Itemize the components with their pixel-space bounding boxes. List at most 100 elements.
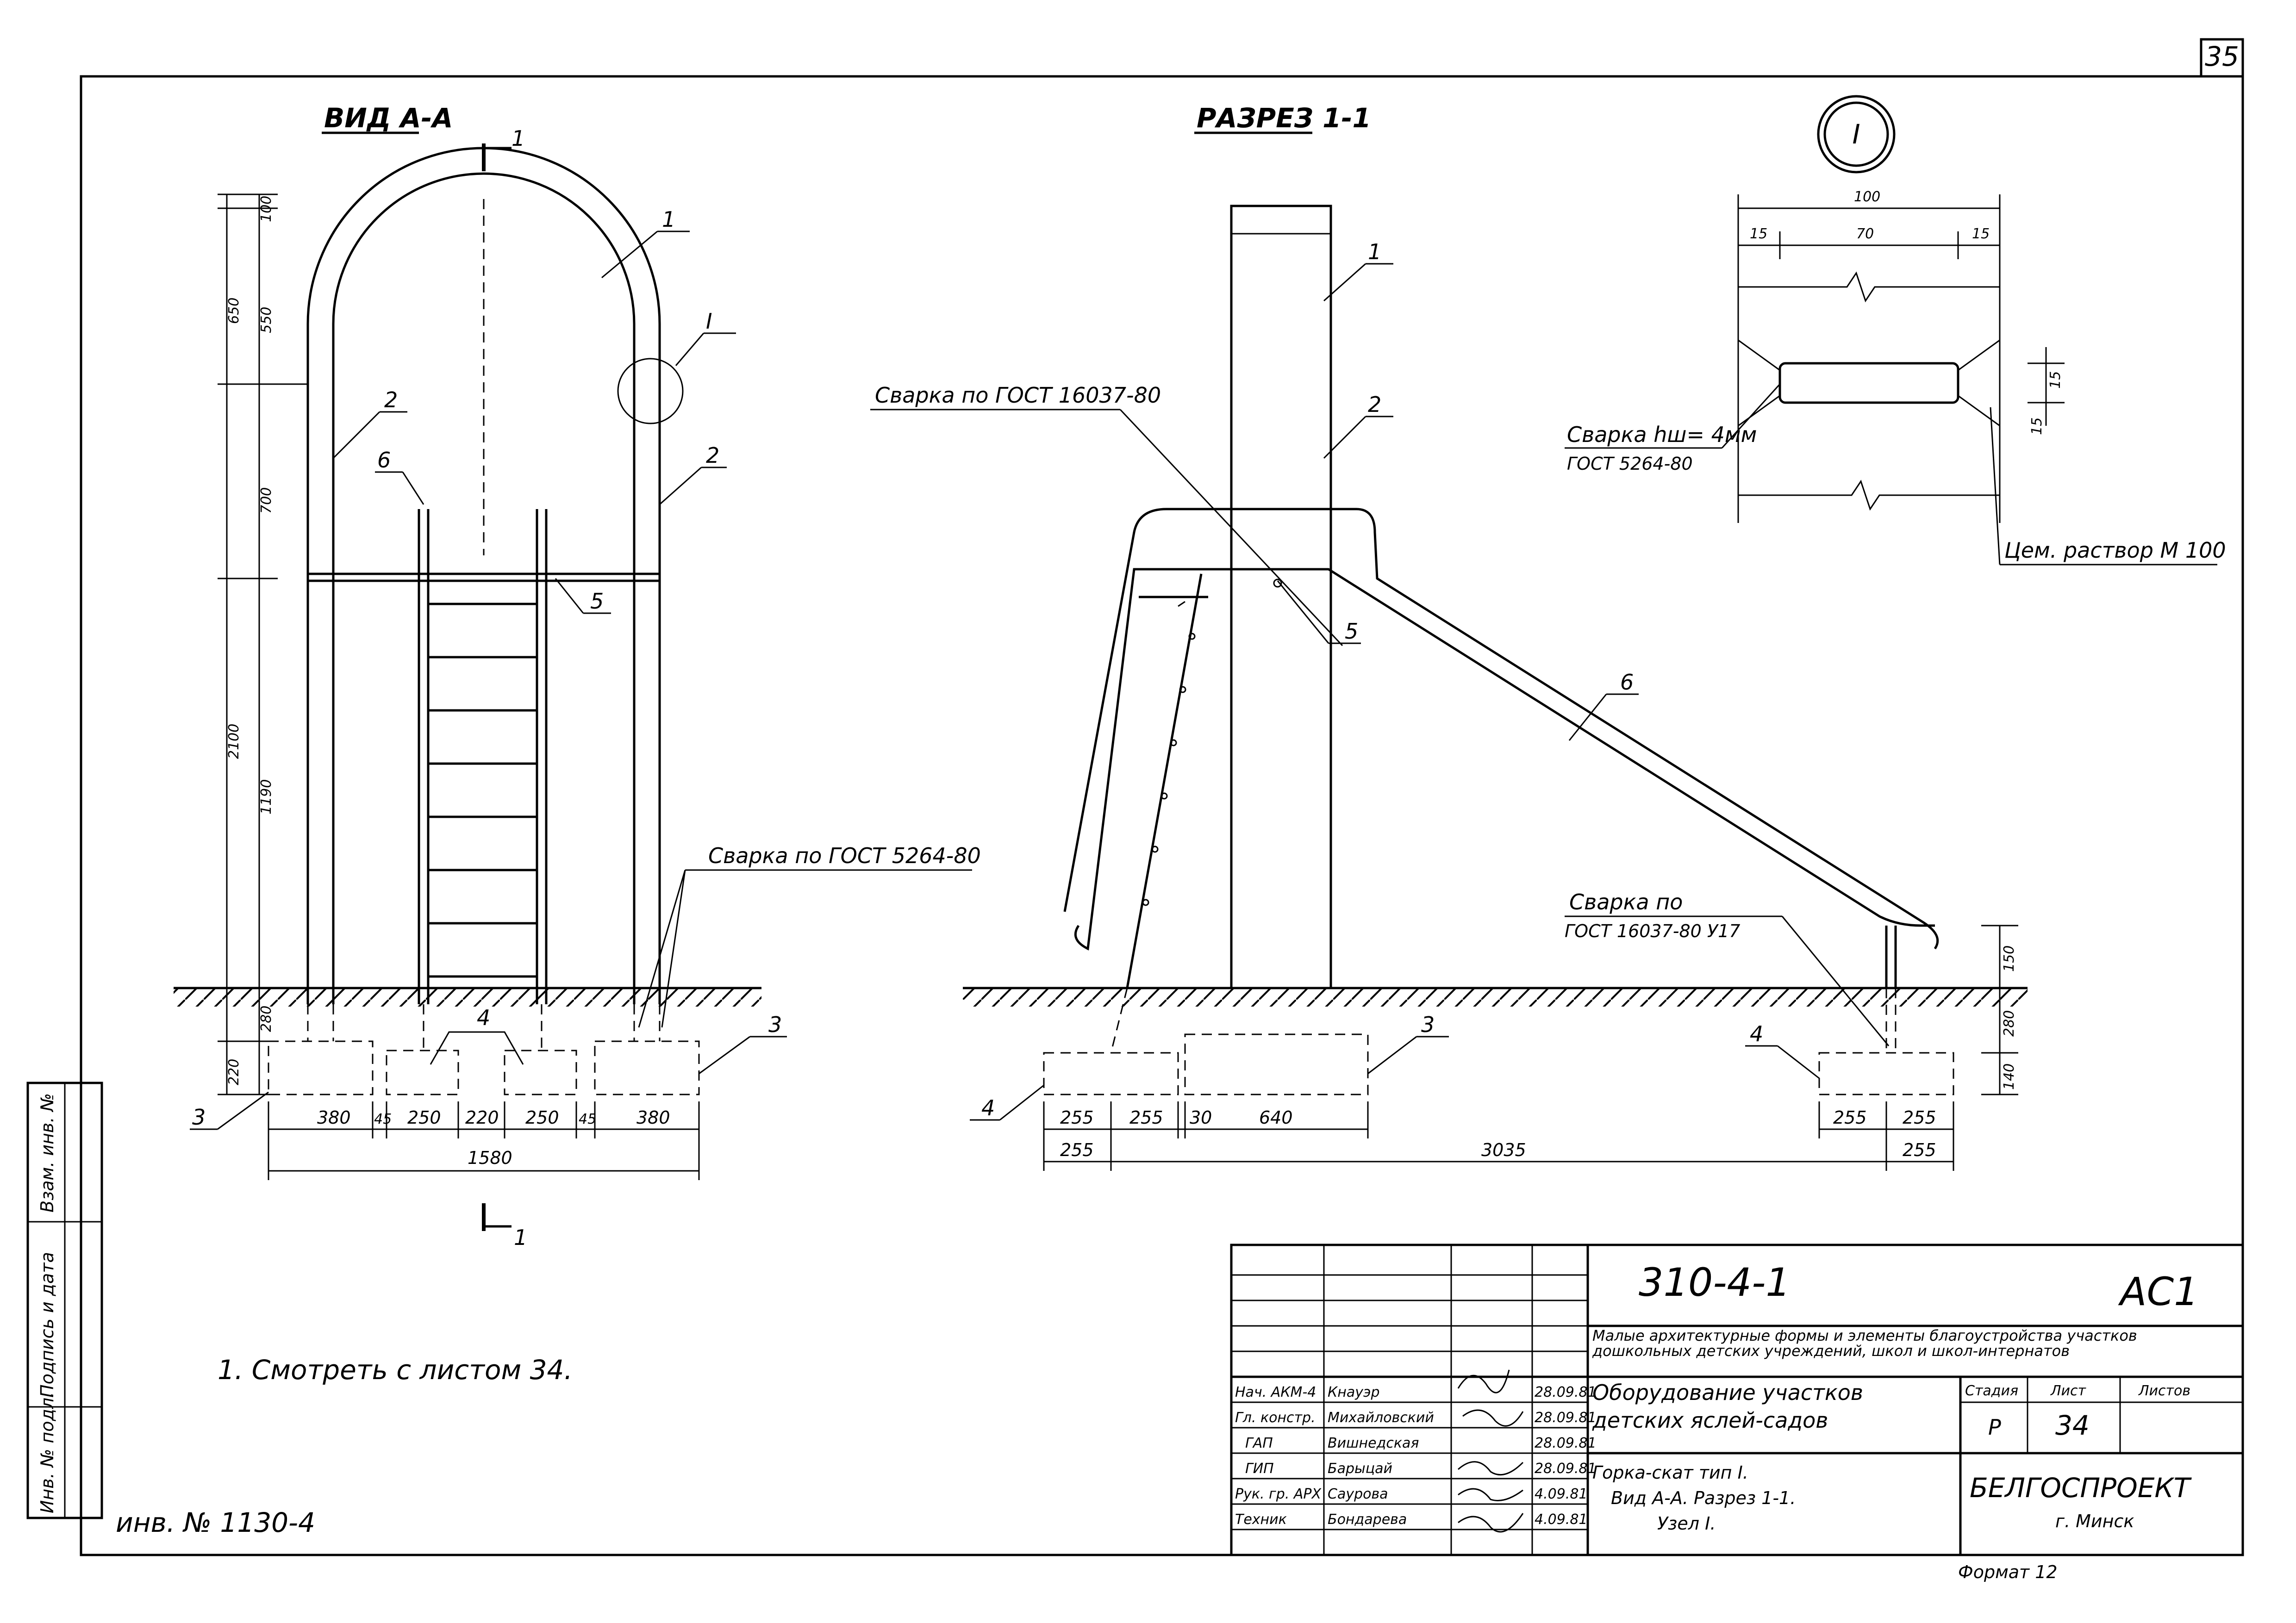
- section-mark-top: 1: [512, 126, 525, 151]
- slide-chute: [1074, 568, 1935, 951]
- section-foundation-4-left: [1043, 1052, 1179, 1095]
- dim-v-650: 650: [226, 298, 242, 324]
- section-foundation-4-right: [1818, 1052, 1954, 1095]
- dim-h-45-right: 45: [579, 1111, 596, 1127]
- section-1-1: РАЗРЕЗ 1-1: [870, 102, 2028, 1171]
- weld-note-section-bottom-1: Сварка по: [1569, 889, 1683, 914]
- pos-2-right: 2: [706, 443, 719, 468]
- node-weld-right: [1957, 339, 2001, 427]
- sec-dim-255-1: 255: [1060, 1107, 1094, 1128]
- dim-h-250-right: 250: [525, 1107, 559, 1128]
- sec-dim-255-total-left: 255: [1060, 1140, 1094, 1160]
- sec-pos-2: 2: [1368, 392, 1381, 417]
- pos-1-view-a: 1: [662, 207, 675, 232]
- sec-dim-255-right-2: 255: [1903, 1107, 1936, 1128]
- weld-note-view-a: Сварка по ГОСТ 5264-80: [708, 843, 981, 868]
- name-2: Михайловский: [1328, 1410, 1434, 1426]
- role-3: ГАП: [1245, 1435, 1273, 1451]
- sec-dim-30: 30: [1190, 1107, 1212, 1128]
- view-a-a: ВИД А-А 1 1 I: [174, 102, 981, 1250]
- node-label-circle-inner: [1823, 101, 1889, 167]
- pos-2-left: 2: [384, 387, 398, 412]
- date-4: 28.09.81: [1535, 1461, 1597, 1477]
- drawing-mark: АС1: [2118, 1269, 2199, 1314]
- project-code: 310-4-1: [1639, 1260, 1791, 1305]
- node-weld-note-1: Сварка hш= 4мм: [1567, 422, 1757, 447]
- pos-4-view-a: 4: [477, 1005, 490, 1030]
- dim-h-250-left: 250: [407, 1107, 441, 1128]
- node-callout-label: I: [706, 309, 712, 334]
- sec-dim-v-140: 140: [2001, 1063, 2017, 1090]
- stage-label: Стадия: [1965, 1383, 2018, 1399]
- arch-frame-inner: [332, 172, 636, 1004]
- arch-frame-outer: [306, 147, 661, 1004]
- role-5: Рук. гр. АРХ: [1235, 1486, 1322, 1502]
- sec-dim-v-280: 280: [2001, 1010, 2017, 1037]
- foundation-3-left: [268, 1040, 374, 1095]
- sheet-number-box: [2200, 38, 2244, 78]
- sec-pos-1: 1: [1368, 239, 1381, 264]
- sec-dim-255-right-1: 255: [1833, 1107, 1867, 1128]
- sheet-value: 34: [2055, 1410, 2090, 1441]
- sec-pos-6: 6: [1620, 670, 1634, 695]
- role-6: Техник: [1235, 1511, 1287, 1528]
- signature-5: [1458, 1513, 1524, 1533]
- date-2: 28.09.81: [1535, 1410, 1597, 1426]
- dim-v-1190: 1190: [258, 779, 275, 815]
- pos-3-left: 3: [192, 1105, 206, 1130]
- dim-v-280: 280: [258, 1006, 275, 1032]
- sheet-title-1: Горка-скат тип I.: [1592, 1462, 1748, 1483]
- side-stamp-inv: Инв. № подл.: [37, 1392, 57, 1513]
- organization-city: г. Минск: [2055, 1511, 2134, 1531]
- role-1: Нач. АКМ-4: [1235, 1384, 1316, 1400]
- pos-5-view-a: 5: [590, 589, 604, 614]
- dim-v-700: 700: [258, 487, 275, 514]
- dim-h-220: 220: [465, 1107, 499, 1128]
- ladder: [418, 509, 548, 1004]
- view-a-title: ВИД А-А: [324, 102, 453, 134]
- dim-h-1580: 1580: [468, 1148, 512, 1168]
- node-dim-100: 100: [1854, 189, 1880, 205]
- title-block: Нач. АКМ-4 Гл. констр. ГАП ГИП Рук. гр. …: [1230, 1244, 2244, 1556]
- name-5: Саурова: [1328, 1486, 1388, 1502]
- section-title: РАЗРЕЗ 1-1: [1197, 102, 1371, 134]
- signature-1: [1457, 1369, 1510, 1393]
- node-dim-15-left: 15: [1750, 226, 1767, 242]
- dim-v-220: 220: [226, 1059, 242, 1085]
- ground-hatch-section: [963, 988, 2028, 1007]
- format-label: Формат 12: [1958, 1562, 2058, 1582]
- node-weld-left: [1737, 339, 1781, 427]
- date-1: 28.09.81: [1535, 1384, 1597, 1400]
- name-3: Вишнедская: [1328, 1435, 1419, 1451]
- node-callout-circle: [617, 358, 684, 424]
- weld-note-section-bottom-2: ГОСТ 16037-80 У17: [1565, 921, 1740, 941]
- sheet-title-2: Вид А-А. Разрез 1-1.: [1611, 1488, 1796, 1508]
- name-1: Кнауэр: [1328, 1384, 1380, 1400]
- sheet-number: 35: [2205, 41, 2239, 72]
- name-6: Бондарева: [1328, 1511, 1407, 1528]
- sec-dim-3035: 3035: [1481, 1140, 1526, 1160]
- dim-h-380-right: 380: [636, 1107, 670, 1128]
- organization: БЕЛГОСПРОЕКТ: [1970, 1472, 2192, 1504]
- foundation-4-right: [504, 1050, 577, 1095]
- sheets-label: Листов: [2138, 1383, 2190, 1399]
- sec-dim-255-total-right: 255: [1903, 1140, 1936, 1160]
- node-label-circle-outer: [1817, 95, 1896, 174]
- sec-dim-v-150: 150: [2001, 945, 2017, 972]
- inventory-number: инв. № 1130-4: [116, 1507, 315, 1538]
- date-5: 4.09.81: [1535, 1486, 1588, 1502]
- dim-v-2100: 2100: [226, 724, 242, 759]
- section-mark-bottom: 1: [514, 1225, 527, 1250]
- dim-v-100: 100: [258, 196, 275, 222]
- sec-pos-3: 3: [1421, 1012, 1435, 1037]
- node-weld-note-2: ГОСТ 5264-80: [1567, 454, 1693, 474]
- sheet-frame: [80, 75, 2244, 1556]
- pos-3-right: 3: [768, 1012, 782, 1037]
- node-dim-70: 70: [1856, 226, 1874, 242]
- node-detail-i: I 100 15 70 15 15 15 Сварка hш= 4мм ГОСТ…: [1565, 95, 2226, 566]
- sec-dim-255-2: 255: [1129, 1107, 1163, 1128]
- sec-dim-640: 640: [1259, 1107, 1293, 1128]
- signature-4: [1458, 1488, 1523, 1501]
- role-4: ГИП: [1245, 1461, 1274, 1477]
